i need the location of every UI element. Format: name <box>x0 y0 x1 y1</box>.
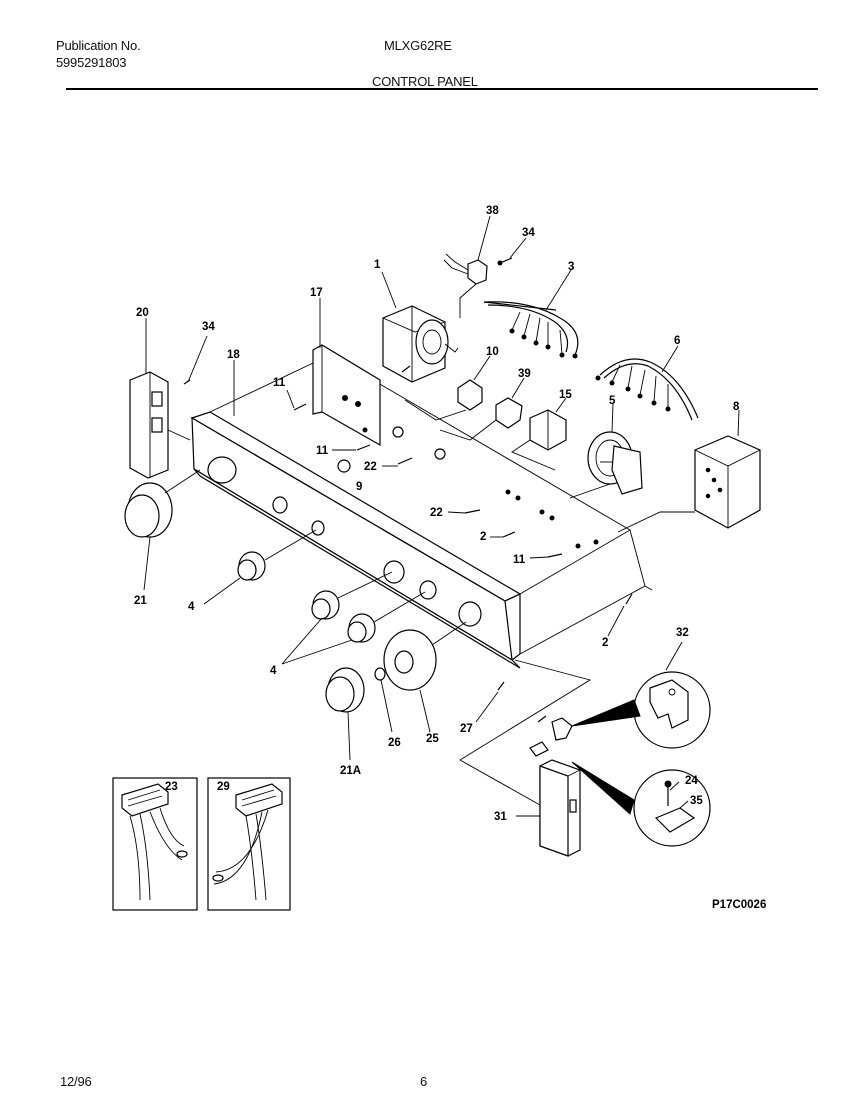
footer-date: 12/96 <box>60 1074 92 1089</box>
callout-21a: 21A <box>340 765 361 777</box>
callout-32: 32 <box>676 627 689 639</box>
callout-25: 25 <box>426 733 439 745</box>
control-knob-large <box>124 469 201 538</box>
callout-5: 5 <box>609 395 616 407</box>
thermal-fuse-assembly <box>443 253 513 318</box>
callout-11-top: 11 <box>273 377 286 389</box>
callout-1: 1 <box>374 259 381 271</box>
page-number: 6 <box>420 1074 428 1089</box>
callout-34: 34 <box>522 227 535 239</box>
callout-11-low: 11 <box>513 554 526 566</box>
mounting-bracket <box>312 344 381 447</box>
callout-6: 6 <box>674 335 680 347</box>
section-title: CONTROL PANEL <box>372 74 478 89</box>
callout-38: 38 <box>486 205 499 217</box>
callout-2-right: 2 <box>602 637 608 649</box>
detail-circle-bracket <box>537 671 711 749</box>
publication-number: 5995291803 <box>56 55 127 70</box>
callout-17: 17 <box>310 287 323 299</box>
callout-15: 15 <box>559 389 572 401</box>
callout-39: 39 <box>518 368 531 380</box>
callout-9: 9 <box>356 481 362 493</box>
callout-22-mid: 22 <box>430 507 443 519</box>
callout-20: 20 <box>136 307 149 319</box>
drawing-code: P17C0026 <box>712 899 766 911</box>
callout-3: 3 <box>568 261 574 273</box>
timer-motor <box>382 305 459 383</box>
callout-leader-lines <box>143 215 740 761</box>
callout-21: 21 <box>134 595 147 607</box>
callout-24: 24 <box>685 775 698 787</box>
callout-26: 26 <box>388 737 401 749</box>
console-end-cap <box>129 371 191 479</box>
screws-and-clips <box>293 403 633 691</box>
selector-switches <box>404 379 567 471</box>
pressure-switch <box>569 431 643 499</box>
callout-8: 8 <box>733 401 740 413</box>
inset-harness-29 <box>207 777 291 911</box>
control-knobs-small <box>237 529 426 643</box>
callout-22-top: 22 <box>364 461 377 473</box>
model-number: MLXG62RE <box>384 38 452 53</box>
lower-bracket <box>516 759 581 857</box>
callout-18: 18 <box>227 349 240 361</box>
control-box <box>617 435 761 533</box>
callout-31: 31 <box>494 811 507 823</box>
callout-23: 23 <box>165 781 178 793</box>
callout-11-mid: 11 <box>316 445 329 457</box>
selector-knob-and-dial <box>325 621 467 713</box>
callout-labels: 38 34 3 1 17 20 34 18 10 39 6 11 15 5 8 … <box>134 205 766 911</box>
publication-label: Publication No. <box>56 38 141 53</box>
control-panel-console <box>190 411 522 669</box>
header-rule <box>66 88 818 90</box>
callout-27: 27 <box>460 723 473 735</box>
wiring-harness-right <box>595 358 699 421</box>
callout-35: 35 <box>690 795 703 807</box>
callout-29: 29 <box>217 781 230 793</box>
callout-34-left: 34 <box>202 321 215 333</box>
callout-4-lower: 4 <box>270 665 277 677</box>
callout-4-left: 4 <box>188 601 195 613</box>
callout-10: 10 <box>486 346 499 358</box>
wiring-harness-upper <box>483 301 579 359</box>
detail-circle-clip <box>529 741 711 847</box>
callout-2-mid: 2 <box>480 531 486 543</box>
inset-harness-23 <box>112 777 198 911</box>
